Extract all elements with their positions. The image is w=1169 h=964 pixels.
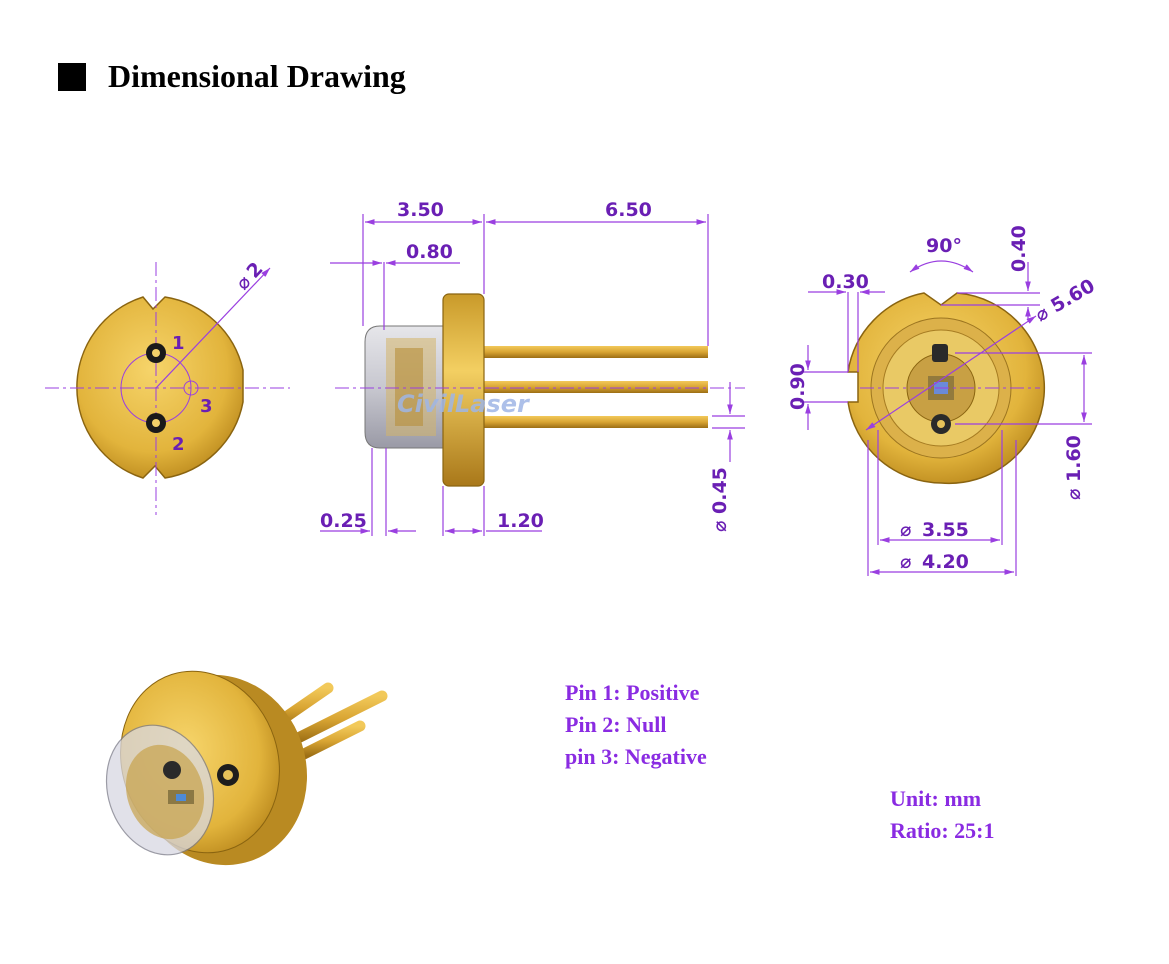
back-pin-top — [932, 344, 948, 362]
spec-notes: Unit: mm Ratio: 25:1 — [890, 783, 994, 847]
dim-window-dia-symbol: ⌀ — [900, 551, 911, 573]
pin-3-label: 3 — [200, 396, 213, 417]
dim-pin-pitch: 1.60 — [1063, 435, 1085, 482]
dim-angle: 90° — [926, 235, 962, 257]
dim-cap-dia-symbol: ⌀ — [900, 519, 911, 541]
pin-3-marker — [183, 380, 199, 396]
ratio-note: Ratio: 25:1 — [890, 818, 995, 843]
dim-notch-offset: 0.30 — [822, 271, 869, 293]
back-view: 90° 0.40 0.30 ⌀ 5.60 0.90 — [787, 225, 1099, 576]
dim-pin-dia: 0.45 — [709, 467, 731, 514]
pin-1-label: 1 — [172, 333, 185, 354]
dim-cap-gap: 0.25 — [320, 510, 367, 532]
dim-flange: 1.20 — [497, 510, 544, 532]
front-view: ⌀ 2 1 2 3 — [45, 258, 290, 515]
pin-note-1: Pin 1: Positive — [565, 680, 700, 705]
dim-flange-dia-symbol: ⌀ — [1032, 302, 1053, 327]
side-flange — [442, 293, 485, 487]
pin-2-label: 2 — [172, 434, 185, 455]
dim-pin-dia-symbol: ⌀ — [709, 521, 731, 532]
unit-note: Unit: mm — [890, 786, 982, 811]
pin-note-2: Pin 2: Null — [565, 712, 667, 737]
side-pin-bottom — [484, 416, 708, 428]
section-heading: Dimensional Drawing — [58, 58, 406, 95]
watermark: CivilLaser — [397, 390, 531, 418]
dim-cap-dia: 3.55 — [922, 519, 969, 541]
side-pin-middle — [484, 381, 708, 393]
page-title: Dimensional Drawing — [108, 58, 406, 94]
perspective-view — [105, 670, 388, 866]
pin-notes: Pin 1: Positive Pin 2: Null pin 3: Negat… — [565, 677, 707, 773]
side-pin-top — [484, 346, 708, 358]
dim-window-dia: 4.20 — [922, 551, 969, 573]
side-view: CivilLaser 3.50 6.50 0.80 0.25 1.20 — [320, 199, 745, 536]
dim-pin-length: 6.50 — [605, 199, 652, 221]
heading-bullet-icon — [58, 62, 86, 91]
dim-cap-lip: 0.80 — [406, 241, 453, 263]
pin-note-3: pin 3: Negative — [565, 744, 707, 769]
dim-flange-dia: 5.60 — [1047, 275, 1099, 317]
dim-notch-depth: 0.40 — [1008, 225, 1030, 272]
front-flange — [76, 296, 244, 479]
dim-side-notch: 0.90 — [787, 363, 809, 410]
dim-total-body: 3.50 — [397, 199, 444, 221]
dim-pin-pitch-symbol: ⌀ — [1063, 489, 1085, 500]
